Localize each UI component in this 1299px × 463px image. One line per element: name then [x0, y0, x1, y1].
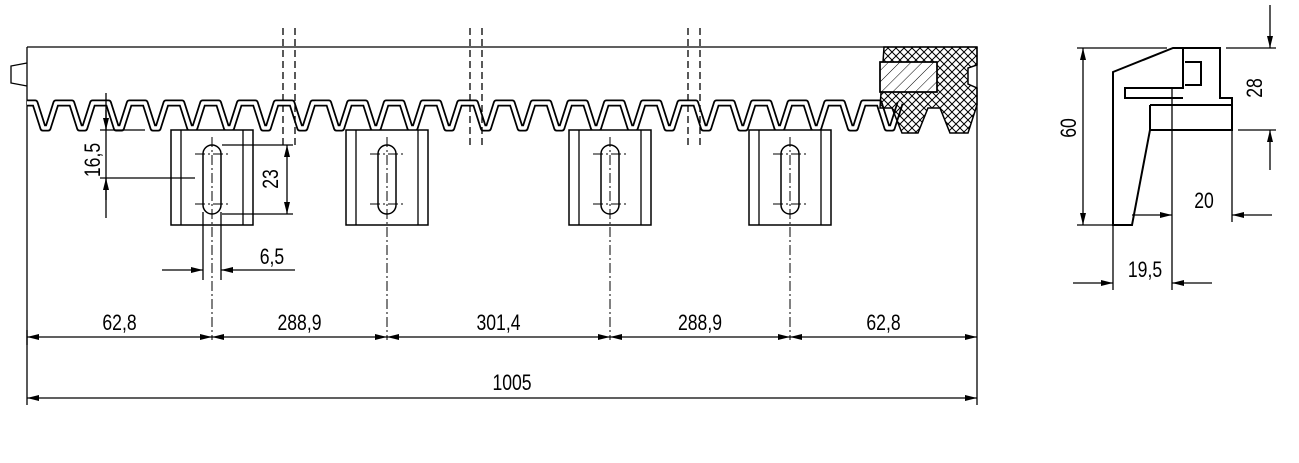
side-view: 60 28 20 19,5 — [1057, 5, 1276, 290]
side-ext-lines — [1112, 88, 1233, 290]
dim-slot-length: 23 — [259, 169, 283, 189]
mounting-brackets — [170, 129, 832, 340]
dim-width-left: 19,5 — [1128, 258, 1162, 282]
front-view: 16,5 23 6,5 62,8 288,9 301,4 288,9 62,8 … — [10, 28, 978, 405]
dim-spacing: 62,8 — [866, 311, 900, 335]
dim-overall-length: 1005 — [492, 371, 531, 395]
side-profile — [1112, 47, 1233, 226]
bracket — [748, 129, 832, 340]
bracket — [345, 129, 429, 340]
dim-spacing: 301,4 — [476, 311, 520, 335]
dim-tooth-offset: 16,5 — [81, 143, 105, 177]
teeth-inner — [27, 101, 902, 130]
dim-slot-width: 6,5 — [260, 245, 284, 269]
rack-teeth — [27, 99, 904, 132]
dim-height: 60 — [1057, 118, 1081, 138]
dim-upper-height: 28 — [1243, 78, 1267, 98]
dim-spacing: 62,8 — [102, 311, 136, 335]
dim-width-right: 20 — [1194, 189, 1214, 213]
bracket — [568, 129, 652, 340]
spacing-dimensions: 62,8 288,9 301,4 288,9 62,8 — [26, 311, 977, 345]
side-details — [1124, 48, 1233, 130]
dim-23-ext — [222, 144, 293, 215]
dim-spacing: 288,9 — [678, 311, 722, 335]
dim-spacing: 288,9 — [277, 311, 321, 335]
break-lines — [282, 28, 701, 145]
end-tab — [10, 62, 28, 87]
bracket — [170, 129, 254, 340]
